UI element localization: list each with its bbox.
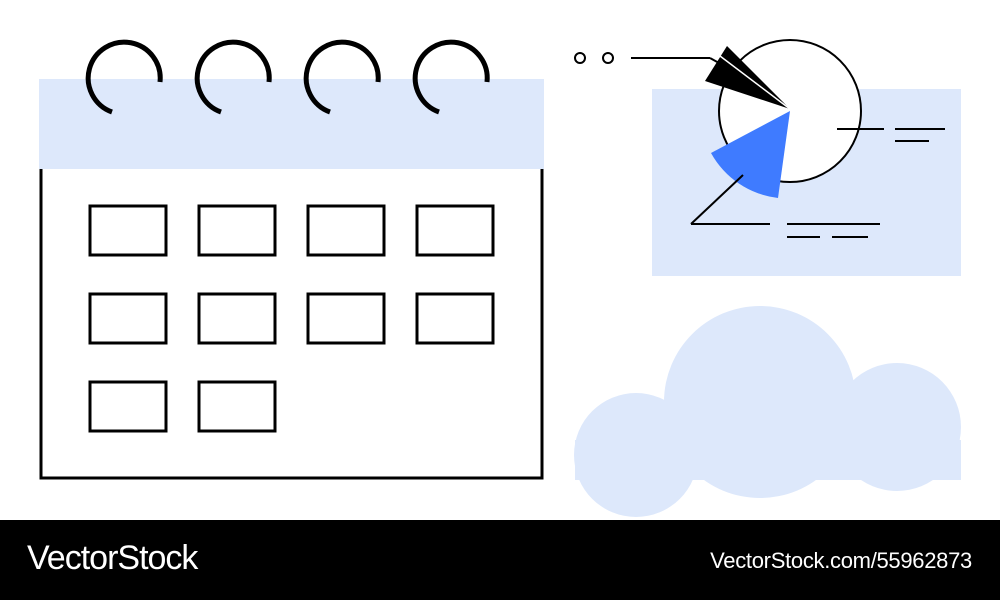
- pie-slice-black-edge: [719, 55, 791, 110]
- dot-marker: [574, 52, 586, 64]
- calendar-cell: [197, 204, 277, 257]
- calendar-ring: [194, 39, 272, 115]
- watermark-id: VectorStock.com/55962873: [710, 548, 972, 573]
- calendar-icon: [39, 39, 544, 480]
- calendar-header: [39, 79, 544, 169]
- watermark-logo: VectorStock: [27, 539, 198, 577]
- calendar-cell: [306, 204, 386, 257]
- leader-line: [690, 174, 744, 225]
- calendar-cell: [197, 292, 277, 345]
- illustration-canvas: [39, 39, 961, 517]
- calendar-body: [39, 163, 544, 480]
- calendar-cell: [88, 292, 168, 345]
- calendar-ring: [412, 39, 490, 115]
- calendar-ring: [303, 39, 381, 115]
- pie-slice-blue: [711, 111, 790, 198]
- calendar-cell: [306, 292, 386, 345]
- calendar-cell: [197, 380, 277, 433]
- pie-chart-icon: [574, 39, 961, 276]
- calendar-cell: [415, 204, 495, 257]
- calendar-ring: [85, 39, 163, 115]
- watermark-bar: VectorStock VectorStock.com/55962873: [0, 520, 1000, 600]
- dot-marker: [602, 52, 614, 64]
- leader-line: [709, 57, 729, 69]
- calendar-cell: [88, 380, 168, 433]
- cloud-icon: [574, 306, 961, 517]
- calendar-cell: [415, 292, 495, 345]
- calendar-cell: [88, 204, 168, 257]
